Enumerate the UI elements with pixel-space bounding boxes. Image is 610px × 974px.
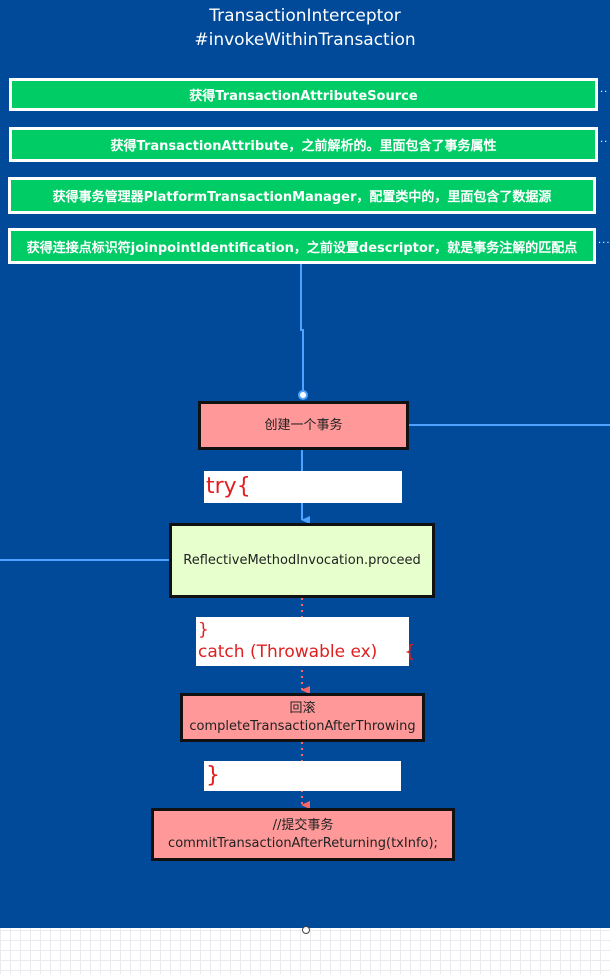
- proceed-box[interactable]: ReflectiveMethodInvocation.proceed: [169, 523, 435, 598]
- step-get-attribute-source[interactable]: 获得TransactionAttributeSource: [9, 78, 598, 111]
- panel-bottom-handle: [302, 926, 310, 934]
- commit-method: commitTransactionAfterReturning(txInfo);: [168, 835, 438, 851]
- rollback-method: completeTransactionAfterThrowing: [189, 718, 416, 734]
- commit-box[interactable]: //提交事务 commitTransactionAfterReturning(t…: [151, 808, 455, 861]
- title-line-2: #invokeWithinTransaction: [194, 30, 416, 50]
- catch-label: } catch (Throwable ex) {: [196, 617, 416, 666]
- catch-clause: catch (Throwable ex) {: [198, 642, 416, 662]
- edge-stub-2: ··: [600, 137, 609, 148]
- connector-steps-to-create: [300, 264, 304, 395]
- catch-close-brace: }: [198, 620, 209, 640]
- connector-junction-dot: [298, 390, 308, 400]
- edge-stub-3: ···: [598, 238, 610, 249]
- rollback-title: 回滚: [289, 700, 316, 716]
- diagram-title: TransactionInterceptor #invokeWithinTran…: [0, 4, 610, 52]
- rollback-box[interactable]: 回滚 completeTransactionAfterThrowing: [180, 693, 425, 742]
- step-get-transaction-manager[interactable]: 获得事务管理器PlatformTransactionManager，配置类中的，…: [8, 177, 596, 214]
- try-label: try{: [204, 471, 402, 503]
- create-transaction-box[interactable]: 创建一个事务: [198, 401, 409, 450]
- commit-comment: //提交事务: [272, 817, 334, 833]
- close-brace-label: }: [204, 761, 401, 791]
- create-transaction-text: 创建一个事务: [264, 417, 343, 433]
- title-line-1: TransactionInterceptor: [209, 6, 401, 26]
- step-get-joinpoint-identification[interactable]: 获得连接点标识符joinpointIdentification，之前设置desc…: [8, 228, 596, 264]
- proceed-text: ReflectiveMethodInvocation.proceed: [183, 552, 421, 568]
- step-get-transaction-attribute[interactable]: 获得TransactionAttribute，之前解析的。里面包含了事务属性: [9, 127, 598, 162]
- edge-stub-1: ··: [600, 87, 609, 98]
